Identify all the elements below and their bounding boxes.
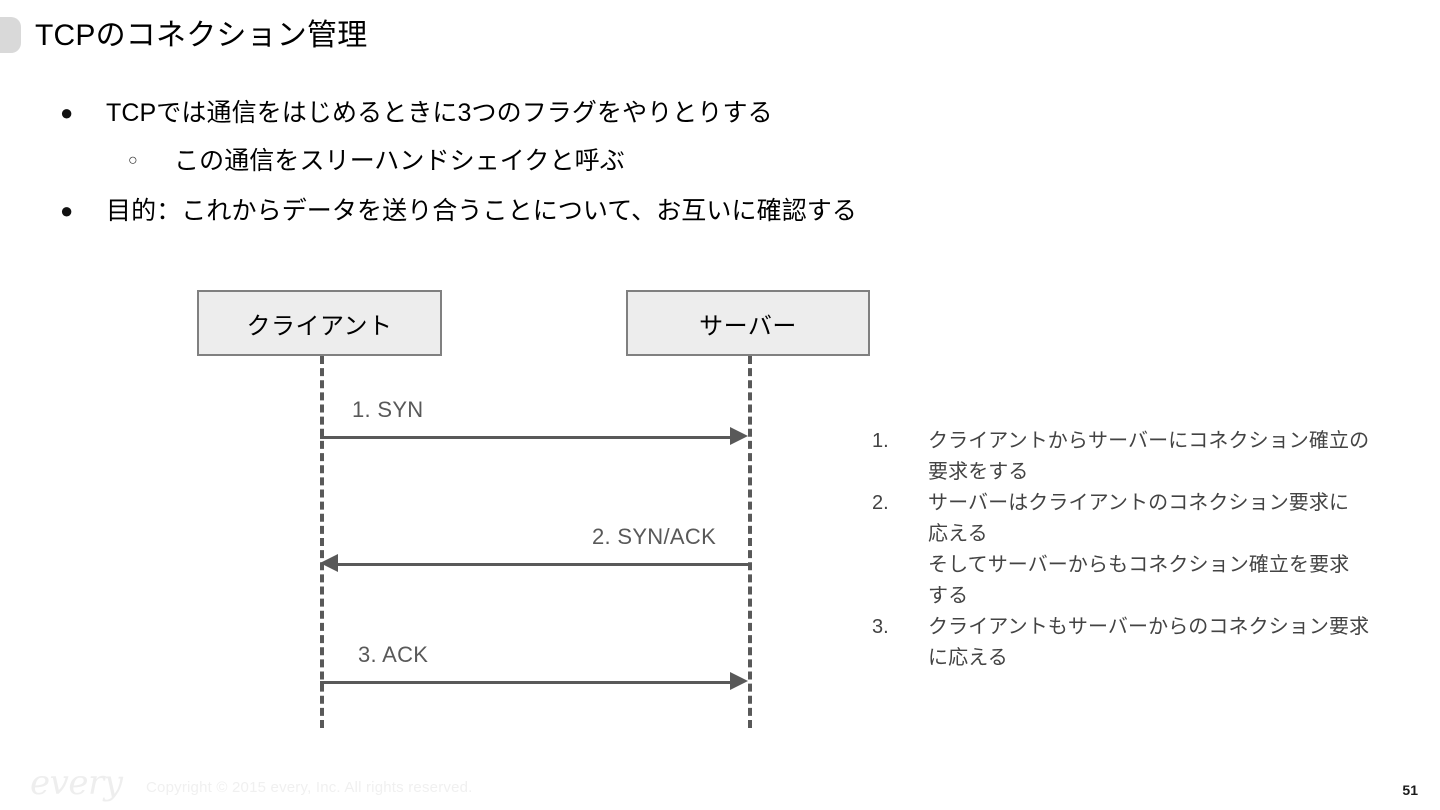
step-text-line: クライアントからサーバーにコネクション確立の [928,430,1370,452]
server-node-box: サーバー [626,290,870,356]
step-number: 1. [872,430,889,452]
bullet-text: 目的：これからデータを送り合うことについて、お互いに確認する [106,197,858,225]
bullet-dot-icon: ● [60,198,74,223]
step-text-line: に応える [928,647,1008,669]
steps-list: 1. クライアントからサーバーにコネクション確立の 要求をする 2. サーバーは… [872,426,1412,674]
step-item: 1. クライアントからサーバーにコネクション確立の 要求をする [872,426,1412,488]
page-number: 51 [1402,782,1418,798]
step-text-line: サーバーはクライアントのコネクション要求に [928,492,1350,514]
step-text-line: クライアントもサーバーからのコネクション要求 [928,616,1370,638]
step-number: 3. [872,616,889,638]
bullet-item: ● TCPでは通信をはじめるときに3つのフラグをやりとりする [60,96,960,144]
page-title: TCPのコネクション管理 [35,19,368,52]
step-number: 2. [872,492,889,514]
bullet-list: ● TCPでは通信をはじめるときに3つのフラグをやりとりする ○ この通信をスリ… [60,96,960,242]
server-lifeline [748,356,752,728]
every-logo: every [30,763,123,803]
step-item: 2. サーバーはクライアントのコネクション要求に 応える そしてサーバーからもコ… [872,488,1412,612]
client-node-box: クライアント [197,290,442,356]
copyright-text: Copyright © 2015 every, Inc. All rights … [146,779,473,796]
step-text: サーバーはクライアントのコネクション要求に 応える そしてサーバーからもコネクシ… [928,488,1412,612]
step-text: クライアントもサーバーからのコネクション要求 に応える [928,612,1412,674]
message-3-arrowhead-icon [730,672,748,690]
message-1-arrowhead-icon [730,427,748,445]
message-3-label: 3. ACK [358,642,429,667]
message-2-arrowhead-icon [320,554,338,572]
bullet-item: ○ この通信をスリーハンドシェイクと呼ぶ [128,144,960,194]
step-text: クライアントからサーバーにコネクション確立の 要求をする [928,426,1412,488]
bullet-text: TCPでは通信をはじめるときに3つのフラグをやりとりする [106,99,773,127]
bullet-item: ● 目的：これからデータを送り合うことについて、お互いに確認する [60,194,960,242]
message-2-line [338,563,748,566]
step-item: 3. クライアントもサーバーからのコネクション要求 に応える [872,612,1412,674]
bullet-dot-icon: ● [60,100,74,125]
message-2-label: 2. SYN/ACK [592,524,717,549]
step-text-line: 応える [928,523,988,545]
message-1-label: 1. SYN [352,397,424,422]
step-text-line: そしてサーバーからもコネクション確立を要求 [928,554,1350,576]
message-3-line [320,681,732,684]
client-lifeline [320,356,324,728]
bullet-text: この通信をスリーハンドシェイクと呼ぶ [174,147,625,175]
step-text-line: する [928,585,969,607]
message-1-line [320,436,732,439]
bullet-circle-icon: ○ [128,152,138,169]
step-text-line: 要求をする [928,461,1029,483]
title-accent-bar [0,17,21,53]
